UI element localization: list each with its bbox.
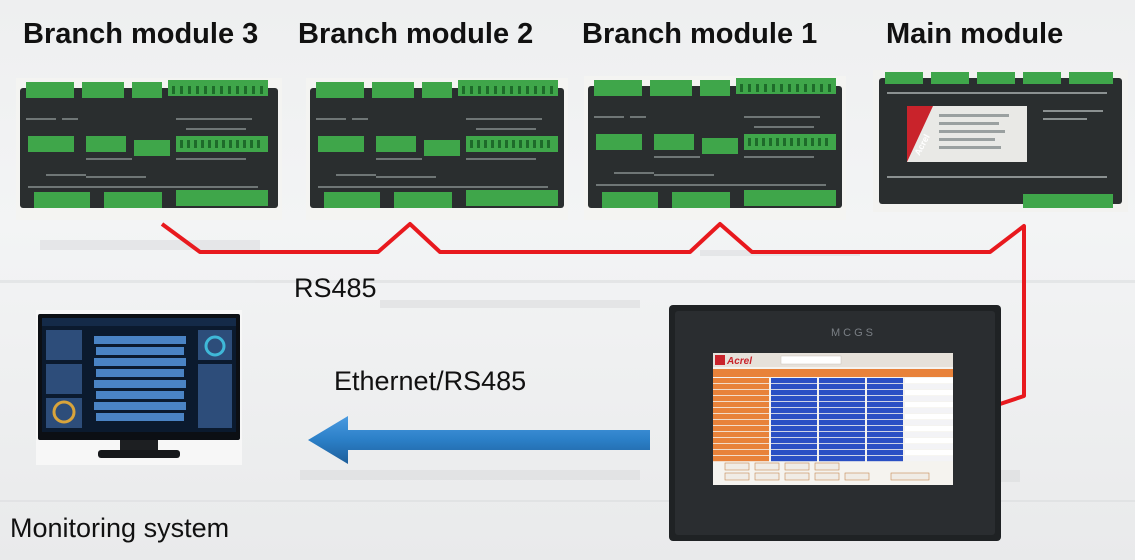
- branch-module-1-device: [584, 76, 846, 220]
- data-flow-arrow: [308, 416, 650, 464]
- hmi-brand: MCGS: [831, 327, 876, 339]
- hmi-touchscreen: MCGS Acrel: [669, 305, 1001, 541]
- hmi-logo: Acrel: [726, 356, 752, 367]
- ethernet-rs485-label: Ethernet/RS485: [334, 366, 527, 396]
- monitoring-system-label: Monitoring system: [10, 513, 230, 543]
- branch-module-2-title: Branch module 2: [298, 18, 534, 50]
- branch-module-1-title: Branch module 1: [582, 18, 818, 50]
- monitoring-system-monitor: [36, 310, 242, 465]
- main-module-title: Main module: [886, 18, 1064, 50]
- main-module-device: Acrel: [873, 70, 1128, 212]
- branch-module-3-title: Branch module 3: [23, 18, 259, 50]
- branch-module-3-device: [16, 78, 282, 220]
- rs485-label: RS485: [294, 273, 377, 303]
- branch-module-2-device: [306, 78, 568, 220]
